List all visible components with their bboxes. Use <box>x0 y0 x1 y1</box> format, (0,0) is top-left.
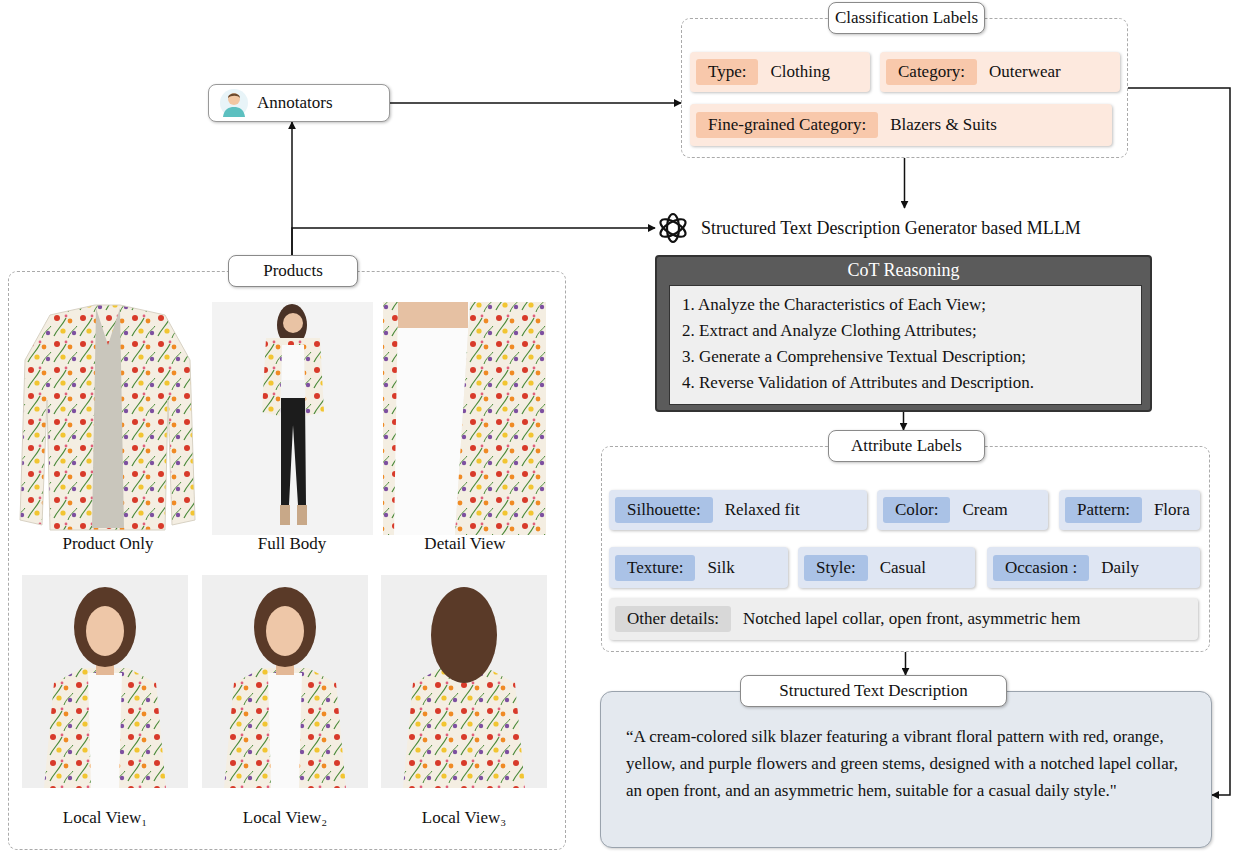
group-box: Attribute LabelsSilhouette: Relaxed fit Co… <box>601 430 1210 652</box>
pair-box: Other details: Notched lapel collar, open… <box>609 598 1198 640</box>
connector <box>904 158 906 208</box>
attribute-key: Silhouette: <box>615 497 713 523</box>
view-caption: Local View₂ <box>200 808 370 828</box>
std-box: Structured Text Description “A cream-colo… <box>600 675 1212 848</box>
dashed-outline <box>8 271 566 850</box>
attribute-value: Flora <box>1154 500 1190 520</box>
attribute-key: Style: <box>804 555 868 581</box>
attribute-key: Occasion : <box>993 555 1089 581</box>
attribute-key: Category: <box>886 59 977 85</box>
attribute-value: Cream <box>962 500 1007 520</box>
connector <box>390 102 681 104</box>
list-box: 1. Analyze the Characteristics of Each V… <box>669 285 1142 405</box>
view-caption: Local View₁ <box>20 808 190 828</box>
pair-box: Type: Clothing <box>690 52 870 92</box>
connector <box>905 652 907 675</box>
connector <box>903 412 905 430</box>
group-heading: Products <box>228 255 358 287</box>
annotator-label: Annotators <box>257 93 333 113</box>
attribute-value: Silk <box>707 558 734 578</box>
view-caption: Detail View <box>380 534 550 554</box>
person-icon <box>219 88 249 118</box>
view-caption: Local View₃ <box>379 808 549 828</box>
pair-box: Texture: Silk <box>609 547 788 588</box>
group-heading: Classification Labels <box>828 2 985 34</box>
pair-box: Color: Cream <box>877 490 1048 530</box>
annot-box: Annotators <box>208 84 390 122</box>
attribute-value: Casual <box>880 558 926 578</box>
attribute-value: Clothing <box>770 62 830 82</box>
step-line: 1. Analyze the Characteristics of Each V… <box>682 292 1129 318</box>
mllm-icon <box>655 210 691 246</box>
attribute-value: Notched lapel collar, open front, asymme… <box>743 609 1080 629</box>
attribute-value: Relaxed fit <box>725 500 800 520</box>
attribute-key: Type: <box>696 59 758 85</box>
pair-box: Category: Outerwear <box>880 52 1120 92</box>
attribute-key: Other details: <box>615 606 731 632</box>
generator-label: Structured Text Description Generator ba… <box>701 218 1081 239</box>
pair-box: Style: Casual <box>798 547 975 588</box>
attribute-key: Color: <box>883 497 950 523</box>
connector <box>1128 88 1230 795</box>
attribute-value: Daily <box>1101 558 1139 578</box>
view-caption: Product Only <box>23 534 193 554</box>
gen-box: Structured Text Description Generator ba… <box>655 208 1150 248</box>
group-heading: Structured Text Description <box>740 675 1007 707</box>
pair-box: Fine-grained Category: Blazers & Suits <box>690 104 1112 146</box>
cot-heading: CoT Reasoning <box>657 257 1150 281</box>
cot-box: CoT Reasoning 1. Analyze the Characterist… <box>655 255 1152 412</box>
attribute-key: Texture: <box>615 555 695 581</box>
attribute-value: Outerwear <box>989 62 1061 82</box>
attribute-key: Fine-grained Category: <box>696 112 878 138</box>
group-box: Classification LabelsType: Clothing Catego… <box>681 2 1128 158</box>
connector <box>292 228 655 255</box>
group-heading: Attribute Labels <box>828 430 985 462</box>
view-caption: Full Body <box>207 534 377 554</box>
attribute-key: Pattern: <box>1065 497 1142 523</box>
pair-box: Occasion : Daily <box>987 547 1200 588</box>
pair-box: Silhouette: Relaxed fit <box>609 490 867 530</box>
step-line: 2. Extract and Analyze Clothing Attribut… <box>682 318 1129 344</box>
description-text: “A cream-colored silk blazer featuring a… <box>600 723 1212 816</box>
pair-box: Pattern: Flora <box>1059 490 1200 530</box>
step-line: 3. Generate a Comprehensive Textual Desc… <box>682 344 1129 370</box>
attribute-value: Blazers & Suits <box>890 115 997 135</box>
step-line: 4. Reverse Validation of Attributes and … <box>682 370 1129 396</box>
